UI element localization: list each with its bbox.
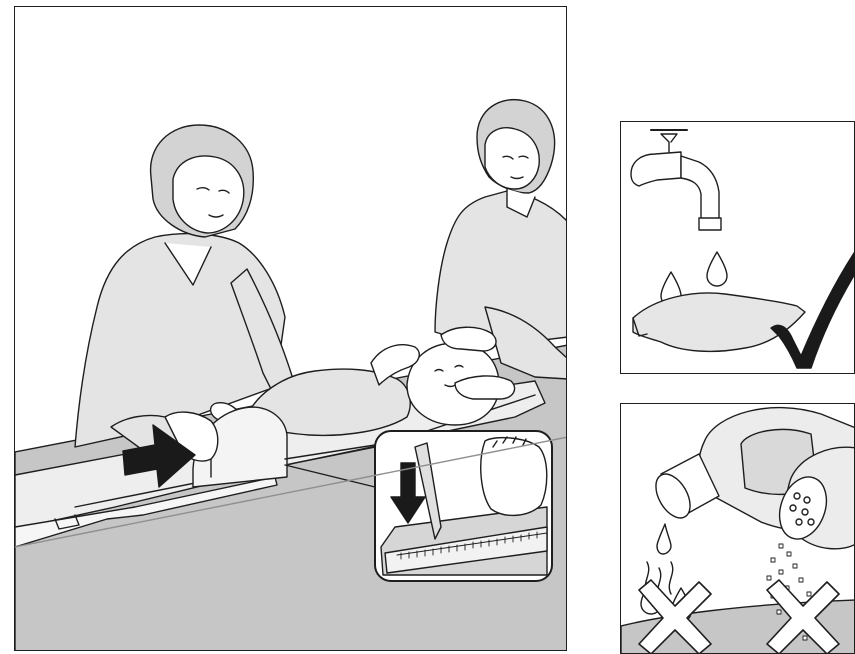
faucet-icon [631, 130, 721, 230]
wet-cloth [633, 293, 805, 351]
no-chemical-cleaners-panel [620, 403, 855, 654]
chemical-cleaners-illustration [621, 404, 855, 654]
measuring-scene-illustration [15, 7, 567, 651]
nurse-right-hand-lower [455, 376, 515, 399]
cleaning-with-water-panel [620, 121, 855, 374]
measuring-scene-panel [14, 6, 567, 651]
water-cleaning-illustration [621, 122, 855, 374]
nurse-left-face [173, 156, 244, 233]
baby-foot-in-inset [481, 438, 547, 516]
